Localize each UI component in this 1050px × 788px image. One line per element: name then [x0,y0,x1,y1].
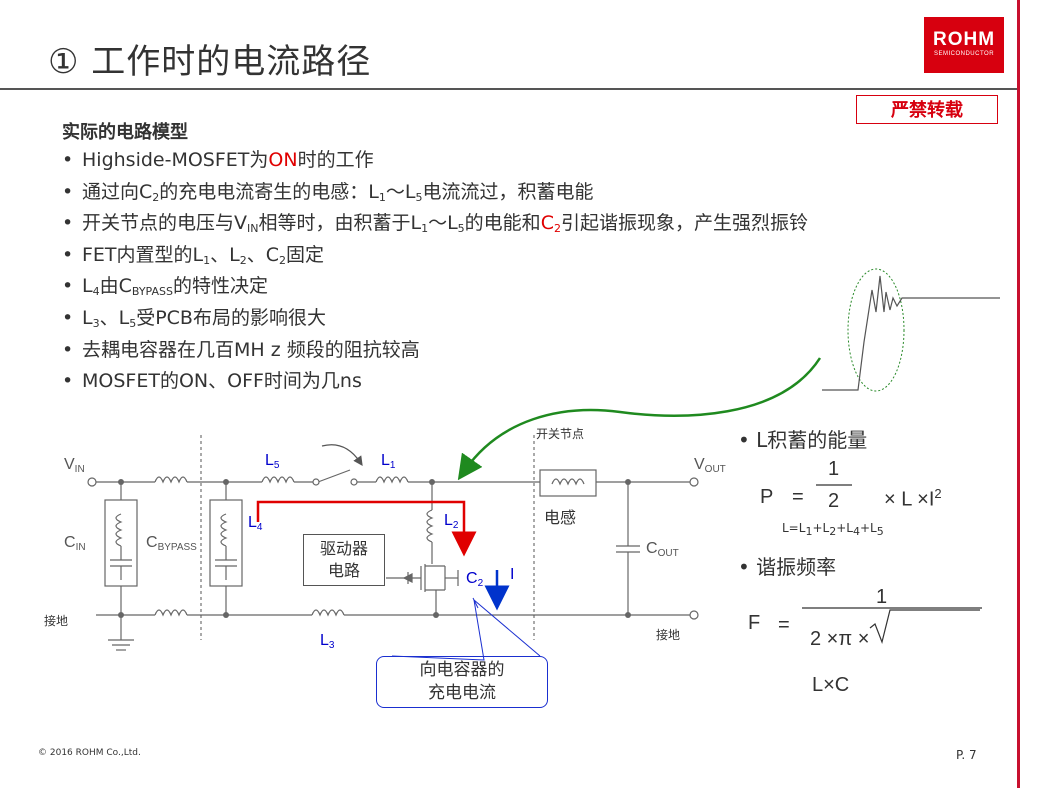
l5-label: L5 [265,452,280,471]
l1-label: L1 [381,452,396,471]
f-denominator: 2 ×π × [810,628,870,650]
logo-main-text: ROHM [932,29,996,50]
bullet-item: FET内置型的L1、L2、C2固定 [62,243,808,275]
driver-circuit-box: 驱动器电路 [303,534,385,586]
vin-label: VIN [64,456,85,475]
bullet-list: Highside-MOSFET为ON时的工作 通过向C2的充电电流寄生的电感：L… [62,148,808,401]
cbypass-label: CBYPASS [146,534,197,553]
section-title: 实际的电路模型 [62,122,188,143]
p-symbol: P [760,486,774,508]
bullet-item: Highside-MOSFET为ON时的工作 [62,148,808,180]
vout-label: VOUT [694,456,726,475]
rohm-logo: ROHM SEMICONDUCTOR [924,17,1004,73]
c2-label: C2 [466,570,484,589]
cout-label: COUT [646,540,679,559]
bullet-item: 通过向C2的充电电流寄生的电感：L1〜L5电流流过，积蓄电能 [62,180,808,212]
l-sum: L=L1+L2+L4+L5 [782,521,884,538]
bullet-item: L4由CBYPASS的特性决定 [62,274,808,306]
copyright: © 2016 ROHM Co.,Ltd. [38,748,141,758]
bullet-item: 去耦电容器在几百MH z 频段的阻抗较高 [62,338,808,370]
bullet-item: L3、L5受PCB布局的影响很大 [62,306,808,338]
ground-right-label: 接地 [656,628,681,642]
energy-bullet: • L积蓄的能量 [738,428,868,452]
logo-sub-text: SEMICONDUCTOR [933,51,995,57]
no-reprint-badge: 严禁转载 [856,95,998,124]
l2-label: L2 [444,512,459,531]
p-rhs: × L ×I2 [884,486,942,511]
frequency-bullet: • 谐振频率 [738,555,837,579]
title-divider [0,88,1018,90]
l4-label: L4 [248,514,263,533]
p-equals: = [792,486,804,508]
f-symbol: F [748,612,761,634]
ground-left-label: 接地 [44,614,69,628]
f-sqrt-content: L×C [812,674,850,696]
switch-node-label: 开关节点 [536,427,585,441]
bullet-item: MOSFET的ON、OFF时间为几ns [62,369,808,401]
current-label: I [510,566,515,583]
f-numerator: 1 [876,586,888,608]
cin-label: CIN [64,534,86,553]
l3-label: L3 [320,632,335,651]
inductor-label: 电感 [544,510,577,527]
charging-current-callout: 向电容器的充电电流 [376,656,548,708]
right-edge-line [1017,0,1020,788]
page-title: ① 工作时的电流路径 [48,42,372,82]
p-numerator: 1 [828,458,840,480]
f-equals: = [778,614,790,636]
page-number: P. 7 [956,748,977,762]
p-denominator: 2 [828,490,840,512]
bullet-item: 开关节点的电压与VIN相等时，由积蓄于L1〜L5的电能和C2引起谐振现象，产生强… [62,211,808,243]
